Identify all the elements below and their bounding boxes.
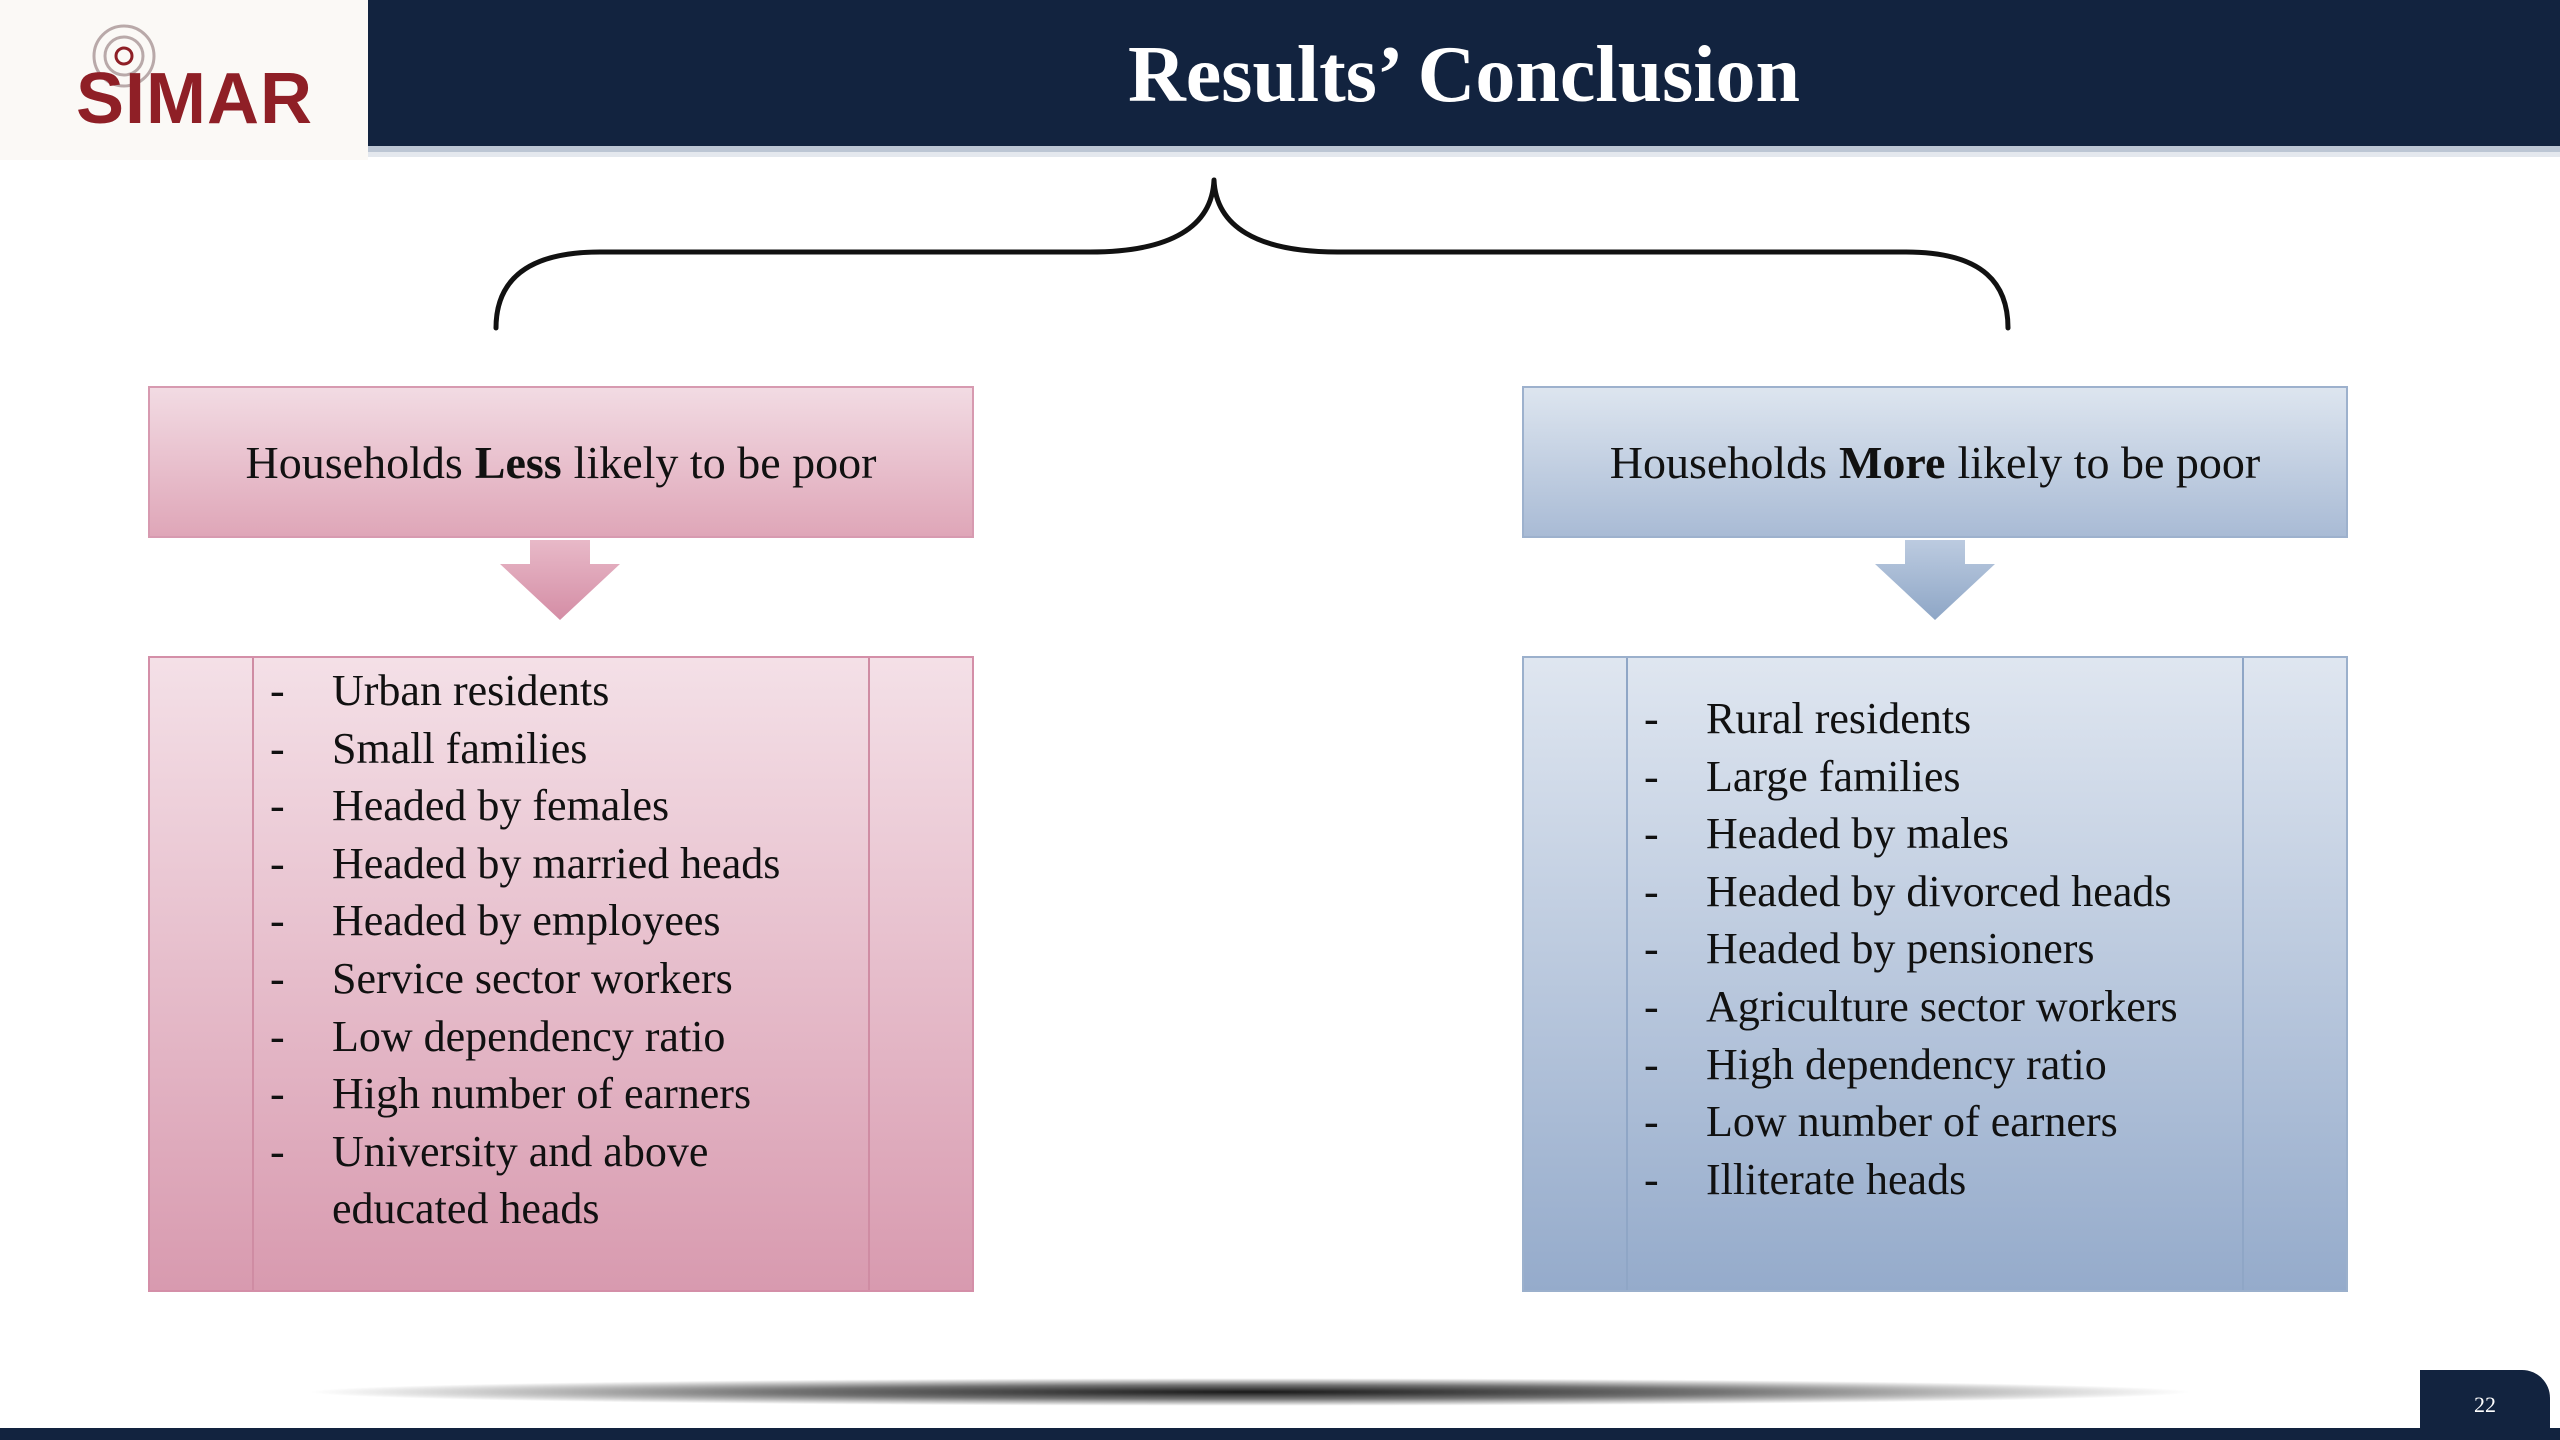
bottom-bar — [0, 1428, 2560, 1440]
header-prefix: Households — [245, 436, 463, 488]
pink-down-arrow-icon — [500, 540, 620, 620]
header-emphasis: Less — [474, 436, 562, 488]
less-likely-list: Urban residents Small families Headed by… — [270, 662, 812, 1238]
logo-text: SIMAR — [76, 59, 313, 139]
list-item: Headed by employees — [270, 892, 812, 950]
list-item: Headed by married heads — [270, 835, 812, 893]
less-likely-header: Households Less likely to be poor — [148, 386, 974, 538]
bottom-shadow — [300, 1378, 2200, 1406]
blue-down-arrow-icon — [1875, 540, 1995, 620]
list-item: High dependency ratio — [1644, 1036, 2178, 1094]
list-item: University and above educated heads — [270, 1123, 812, 1238]
list-item: Headed by males — [1644, 805, 2178, 863]
title-bar: Results’ Conclusion — [368, 0, 2560, 146]
list-item: Urban residents — [270, 662, 812, 720]
header-suffix: likely to be poor — [573, 436, 877, 488]
more-likely-list: Rural residents Large families Headed by… — [1644, 690, 2178, 1208]
header-suffix: likely to be poor — [1957, 436, 2261, 488]
header-prefix: Households — [1609, 436, 1828, 488]
list-item: Illiterate heads — [1644, 1151, 2178, 1209]
list-item: Agriculture sector workers — [1644, 978, 2178, 1036]
list-item: High number of earners — [270, 1065, 812, 1123]
list-item: Small families — [270, 720, 812, 778]
page-number: 22 — [2420, 1370, 2550, 1440]
slide-title: Results’ Conclusion — [1128, 31, 1800, 119]
list-item: Headed by pensioners — [1644, 920, 2178, 978]
less-likely-list-box: Urban residents Small families Headed by… — [148, 656, 974, 1292]
list-item: Headed by females — [270, 777, 812, 835]
down-arrow-icons — [500, 540, 1995, 620]
curly-brace — [493, 177, 2011, 331]
list-item: Low number of earners — [1644, 1093, 2178, 1151]
list-item: Rural residents — [1644, 690, 2178, 748]
list-item: Service sector workers — [270, 950, 812, 1008]
signal-rings-icon — [92, 24, 156, 88]
more-likely-list-box: Rural residents Large families Headed by… — [1522, 656, 2348, 1292]
list-item: Headed by divorced heads — [1644, 863, 2178, 921]
header-emphasis: More — [1839, 436, 1946, 488]
more-likely-header: Households More likely to be poor — [1522, 386, 2348, 538]
list-item: Low dependency ratio — [270, 1008, 812, 1066]
list-item: Large families — [1644, 748, 2178, 806]
logo-area: SIMAR — [0, 0, 368, 160]
